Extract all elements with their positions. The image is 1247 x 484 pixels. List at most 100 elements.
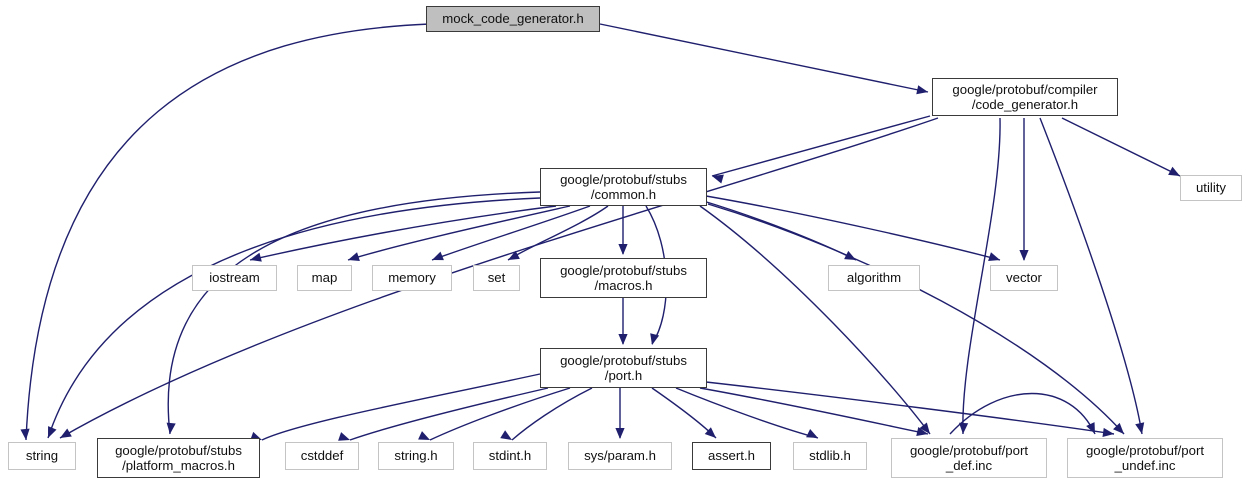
graph-node-utility[interactable]: utility xyxy=(1180,175,1242,201)
arrow-head-29 xyxy=(1102,427,1114,438)
graph-node-root[interactable]: mock_code_generator.h xyxy=(426,6,600,32)
edge-port-to-string_h xyxy=(429,387,571,441)
graph-node-label-platform_macros: google/protobuf/stubs /platform_macros.h xyxy=(115,442,242,474)
graph-node-stdint[interactable]: stdint.h xyxy=(473,442,547,470)
arrow-head-10 xyxy=(432,251,444,261)
edge-port-to-stdint xyxy=(511,387,593,441)
edge-common-to-vector xyxy=(705,195,1001,261)
graph-node-label-memory: memory xyxy=(388,270,436,286)
graph-node-label-set: set xyxy=(487,270,506,286)
edge-port-to-platform_macros xyxy=(261,373,541,441)
arrow-head-19 xyxy=(1113,422,1124,434)
edge-common-to-port_def xyxy=(699,205,931,435)
edge-code_generator-to-port_undef xyxy=(1039,117,1143,435)
arrow-head-22 xyxy=(338,432,350,441)
graph-node-label-cstddef: cstddef xyxy=(300,448,344,464)
edge-code_generator-to-common xyxy=(711,115,931,177)
graph-node-label-macros: google/protobuf/stubs /macros.h xyxy=(560,262,687,294)
graph-node-label-assert_h: assert.h xyxy=(708,448,755,464)
graph-node-label-stdint: stdint.h xyxy=(488,448,532,464)
arrow-head-7 xyxy=(60,428,72,438)
graph-node-port_def[interactable]: google/protobuf/port _def.inc xyxy=(891,438,1047,478)
graph-node-port[interactable]: google/protobuf/stubs /port.h xyxy=(540,348,707,388)
graph-node-label-stdlib: stdlib.h xyxy=(809,448,851,464)
graph-node-cstddef[interactable]: cstddef xyxy=(285,442,359,470)
arrow-head-15 xyxy=(650,333,660,345)
arrow-heads xyxy=(20,85,1180,441)
graph-node-label-sys_param: sys/param.h xyxy=(584,448,656,464)
arrow-head-8 xyxy=(250,252,262,262)
arrow-head-13 xyxy=(844,250,856,260)
arrow-head-1 xyxy=(20,428,30,440)
edge-common-to-memory xyxy=(431,205,591,261)
graph-node-label-string: string xyxy=(25,448,59,464)
arrow-head-5 xyxy=(958,422,969,434)
edge-code_generator-to-string xyxy=(59,117,939,439)
graph-node-string[interactable]: string xyxy=(8,442,76,470)
graph-node-algorithm[interactable]: algorithm xyxy=(828,265,920,291)
graph-node-string_h[interactable]: string.h xyxy=(378,442,454,470)
arrow-head-23 xyxy=(418,431,430,440)
graph-node-label-root: mock_code_generator.h xyxy=(442,11,584,27)
edge-common-to-string xyxy=(47,197,541,439)
arrow-head-14 xyxy=(988,252,1000,261)
graph-node-assert_h[interactable]: assert.h xyxy=(692,442,771,470)
graph-node-stdlib[interactable]: stdlib.h xyxy=(793,442,867,470)
edge-port_def-to-port_undef xyxy=(949,392,1096,435)
edge-port-to-port_undef xyxy=(705,381,1115,435)
arrow-head-11 xyxy=(508,250,520,260)
edge-root-to-code_generator xyxy=(599,23,929,93)
graph-node-iostream[interactable]: iostream xyxy=(192,265,277,291)
arrow-head-16 xyxy=(48,426,57,438)
arrow-head-24 xyxy=(500,430,512,440)
graph-node-memory[interactable]: memory xyxy=(372,265,452,291)
arrow-head-4 xyxy=(1019,250,1029,261)
edge-code_generator-to-port_def xyxy=(962,117,1001,435)
arrow-head-18 xyxy=(919,422,930,434)
arrow-head-28 xyxy=(916,427,928,437)
graph-node-sys_param[interactable]: sys/param.h xyxy=(568,442,672,470)
arrow-head-30 xyxy=(1086,422,1095,434)
graph-node-label-vector: vector xyxy=(1006,270,1042,286)
graph-node-label-algorithm: algorithm xyxy=(846,270,902,286)
arrow-head-27 xyxy=(806,429,818,438)
graph-node-label-map: map xyxy=(311,270,338,286)
graph-node-map[interactable]: map xyxy=(297,265,352,291)
arrow-head-17 xyxy=(166,422,176,434)
graph-node-label-port_undef: google/protobuf/port _undef.inc xyxy=(1085,442,1205,474)
edge-root-to-string xyxy=(25,23,431,441)
arrow-head-6 xyxy=(1135,422,1145,434)
graph-node-label-common: google/protobuf/stubs /common.h xyxy=(560,171,687,203)
graph-node-label-iostream: iostream xyxy=(209,270,260,286)
graph-node-label-string_h: string.h xyxy=(394,448,438,464)
graph-node-label-utility: utility xyxy=(1195,180,1227,196)
arrow-head-0 xyxy=(916,85,928,95)
graph-node-platform_macros[interactable]: google/protobuf/stubs /platform_macros.h xyxy=(97,438,260,478)
graph-node-label-port_def: google/protobuf/port _def.inc xyxy=(909,442,1029,474)
graph-node-label-port: google/protobuf/stubs /port.h xyxy=(560,352,687,384)
graph-node-port_undef[interactable]: google/protobuf/port _undef.inc xyxy=(1067,438,1223,478)
arrow-head-20 xyxy=(618,334,628,345)
graph-node-code_generator[interactable]: google/protobuf/compiler /code_generator… xyxy=(932,78,1118,116)
arrow-head-26 xyxy=(704,427,716,438)
graph-node-common[interactable]: google/protobuf/stubs /common.h xyxy=(540,168,707,206)
graph-node-label-code_generator: google/protobuf/compiler /code_generator… xyxy=(952,81,1098,113)
graph-node-vector[interactable]: vector xyxy=(990,265,1058,291)
edge-port-to-assert_h xyxy=(651,387,717,439)
edge-common-to-set xyxy=(507,205,609,261)
edge-paths xyxy=(25,23,1181,441)
arrow-head-12 xyxy=(618,244,628,255)
edge-port-to-cstddef xyxy=(349,387,549,441)
edge-common-to-platform_macros xyxy=(167,191,541,435)
arrow-head-2 xyxy=(712,174,724,184)
arrow-head-3 xyxy=(1168,166,1180,176)
arrow-head-25 xyxy=(615,428,625,439)
arrow-head-9 xyxy=(348,252,360,261)
edge-port-to-port_def xyxy=(699,387,929,435)
edge-common-to-port_undef xyxy=(707,203,1125,435)
graph-node-set[interactable]: set xyxy=(473,265,520,291)
edge-common-to-iostream xyxy=(249,205,557,261)
graph-node-macros[interactable]: google/protobuf/stubs /macros.h xyxy=(540,258,707,298)
